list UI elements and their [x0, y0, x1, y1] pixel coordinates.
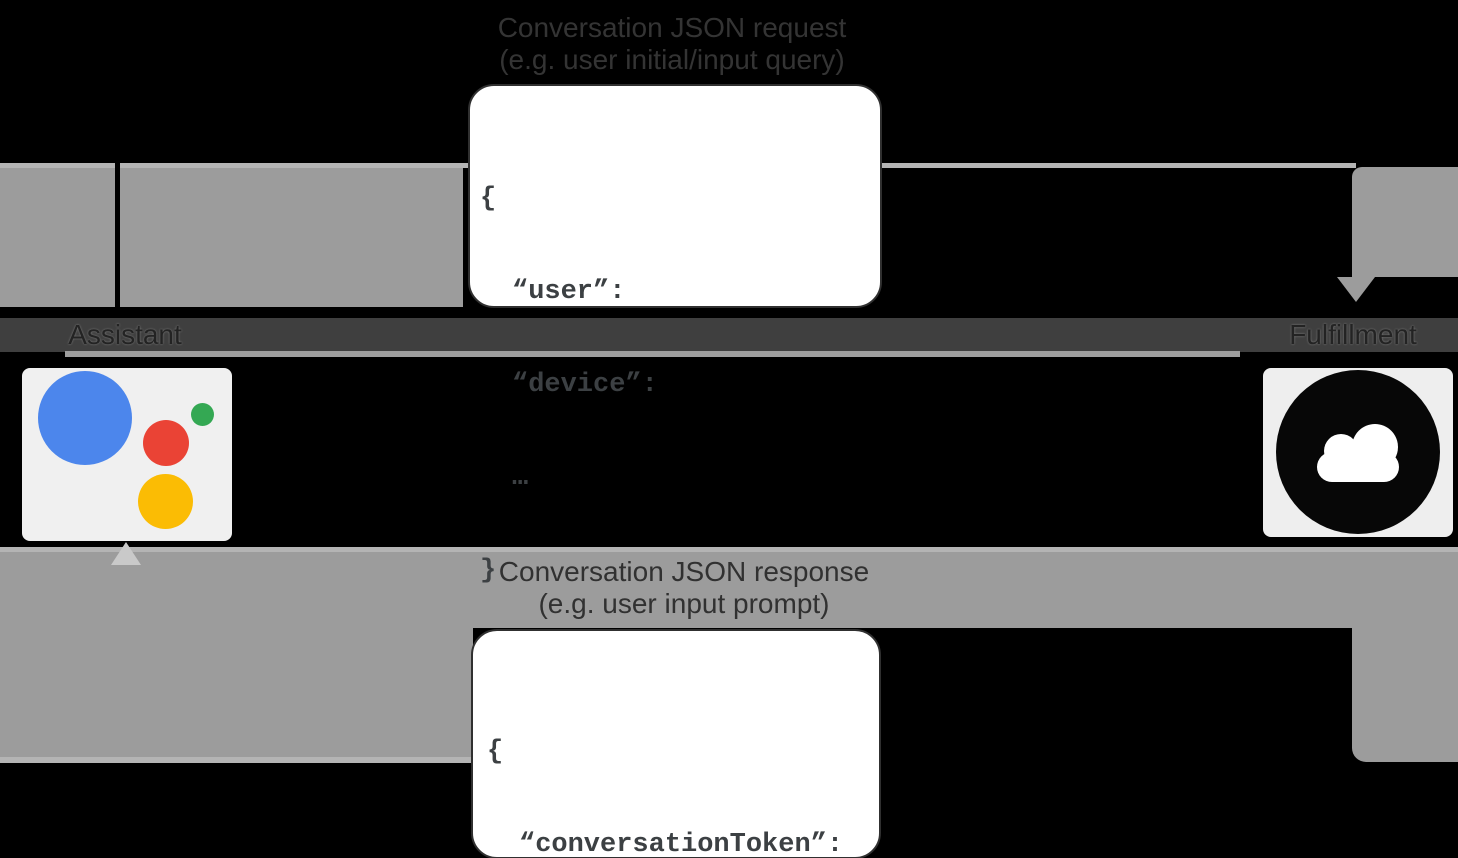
request-arrow-corner-block	[1352, 167, 1458, 277]
request-label-line2: (e.g. user initial/input query)	[499, 44, 845, 75]
code-line: “device”:	[512, 370, 658, 400]
assistant-blue-circle	[38, 371, 132, 465]
cloud-icon-bump-right	[1352, 424, 1398, 470]
assistant-tile	[22, 368, 232, 541]
assistant-red-circle	[143, 420, 189, 466]
request-label-line1: Conversation JSON request	[497, 12, 847, 43]
endpoint-band	[0, 318, 1458, 352]
response-arrow-band	[0, 552, 1356, 628]
code-line: “conversationToken”:	[519, 830, 844, 858]
assistant-yellow-circle	[138, 474, 193, 529]
assistant-label: Assistant	[68, 319, 182, 350]
response-arrow-bottom-line	[0, 757, 875, 763]
response-json-box: { “conversationToken”: “userStorage”: … …	[471, 629, 881, 858]
code-line: “user”:	[512, 277, 626, 307]
response-arrowhead-up-icon	[111, 542, 141, 565]
response-label-line2: (e.g. user input prompt)	[538, 588, 830, 619]
code-line: {	[487, 737, 504, 767]
assistant-green-circle	[191, 403, 214, 426]
response-arrow-band-left-ext	[0, 628, 473, 757]
request-arrow-band-left	[0, 168, 463, 307]
response-arrow-line	[0, 547, 1458, 552]
code-line: }	[480, 556, 497, 586]
fulfillment-tile	[1263, 368, 1453, 537]
code-line: …	[512, 463, 529, 493]
response-arrow-corner-block	[1352, 552, 1458, 762]
request-json-box: { “user”: “device”: … }	[468, 84, 882, 586]
request-arrowhead-down-icon	[1337, 277, 1375, 302]
code-line: {	[480, 184, 497, 214]
request-arrow-gap	[115, 163, 120, 307]
response-label-line1: Conversation JSON response	[498, 556, 870, 587]
fulfillment-label: Fulfillment	[1289, 319, 1417, 350]
ground-line	[65, 351, 1240, 357]
